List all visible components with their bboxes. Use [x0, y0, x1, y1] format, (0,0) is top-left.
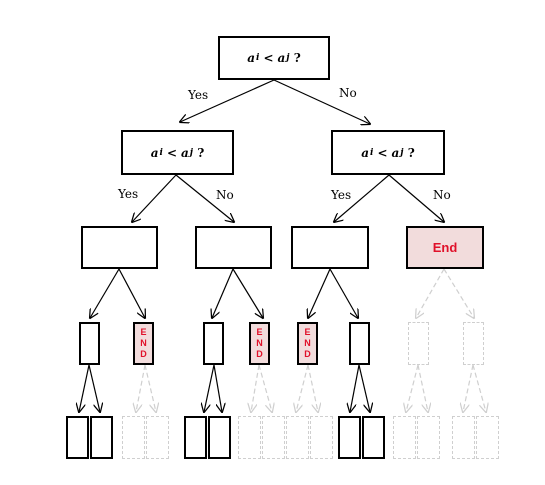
- ghost-level3-node-1: [408, 322, 429, 365]
- right-question-mark: ?: [407, 145, 415, 160]
- root-question-a: a: [247, 51, 256, 65]
- right-question-a2: a: [391, 145, 400, 160]
- left-question-i: i: [159, 147, 163, 158]
- left-question-op: <: [166, 145, 177, 160]
- ghost-level4-node-6: [310, 416, 333, 459]
- level3-node-2: [203, 322, 224, 365]
- l2n2-right-edge: [232, 268, 263, 318]
- end-small-2-n: N: [256, 338, 263, 348]
- level4-node-4: [208, 416, 231, 459]
- level2-node-1: [81, 226, 158, 269]
- l3n1-right-edge: [88, 364, 100, 412]
- end-small-1-e: E: [140, 327, 147, 337]
- right-question-op: <: [377, 145, 388, 160]
- ghost-level4-node-9: [452, 416, 475, 459]
- right-question-j: j: [400, 147, 404, 158]
- ghost-level4-node-3: [238, 416, 261, 459]
- level4-node-3: [184, 416, 207, 459]
- end-small-1-n: N: [140, 338, 147, 348]
- left-question-mark: ?: [197, 145, 205, 160]
- end-small-3-n: N: [304, 338, 311, 348]
- ghost-level4-node-7: [393, 416, 416, 459]
- end-node-small-2: E N D: [249, 322, 270, 365]
- right-no-label: No: [433, 188, 451, 202]
- ghost-e1-left-edge: [136, 364, 146, 412]
- ghost-level4-node-4: [262, 416, 285, 459]
- ghost-g1-left-edge: [406, 364, 419, 412]
- left-yes-edge: [132, 174, 177, 222]
- left-no-edge: [175, 174, 234, 222]
- level4-node-6: [362, 416, 385, 459]
- ghost-e3-right-edge: [307, 364, 318, 412]
- end-small-1-d: D: [140, 349, 147, 359]
- root-question-j: j: [286, 53, 290, 63]
- right-yes-edge: [334, 174, 390, 222]
- l3n1-left-edge: [79, 364, 90, 412]
- l2n3-left-edge: [308, 268, 331, 318]
- l3n2-left-edge: [204, 364, 215, 412]
- root-question-mark: ?: [293, 51, 301, 65]
- ghost-e3-left-edge: [296, 364, 309, 412]
- level2-node-3: [291, 226, 369, 269]
- ghost-g2-left-edge: [463, 364, 474, 412]
- left-no-label: No: [216, 188, 234, 202]
- root-yes-edge: [180, 79, 275, 122]
- root-yes-label: Yes: [188, 88, 209, 102]
- l2n2-left-edge: [212, 268, 234, 318]
- ghost-end-right-edge: [443, 268, 474, 318]
- right-question-i: i: [370, 147, 374, 158]
- level3-node-1: [79, 322, 100, 365]
- root-question-i: i: [256, 53, 260, 63]
- level2-node-2: [195, 226, 272, 269]
- l2n1-left-edge: [90, 268, 120, 318]
- edges: [79, 79, 486, 412]
- ghost-level3-node-2: [463, 322, 484, 365]
- l2n3-right-edge: [329, 268, 358, 318]
- ghost-level4-node-5: [286, 416, 309, 459]
- end-small-2-d: D: [256, 349, 263, 359]
- right-yes-label: Yes: [331, 188, 352, 202]
- right-question-a: a: [361, 145, 370, 160]
- level3-node-3: [349, 322, 370, 365]
- root-question-a2: a: [277, 51, 286, 65]
- level4-node-5: [338, 416, 361, 459]
- ghost-e2-left-edge: [251, 364, 260, 412]
- ghost-level4-node-8: [417, 416, 440, 459]
- end-node-large: End: [406, 226, 484, 269]
- level4-node-1: [66, 416, 89, 459]
- l3n2-right-edge: [213, 364, 222, 412]
- ghost-level4-node-2: [146, 416, 169, 459]
- l2n1-right-edge: [118, 268, 145, 318]
- ghost-e1-right-edge: [144, 364, 156, 412]
- ghost-g1-right-edge: [417, 364, 428, 412]
- left-question-j: j: [189, 147, 194, 158]
- ghost-level4-node-10: [476, 416, 499, 459]
- l3n3-left-edge: [350, 364, 360, 412]
- root-no-label: No: [339, 86, 357, 100]
- ghost-g2-right-edge: [472, 364, 486, 412]
- end-small-3-d: D: [304, 349, 311, 359]
- level4-node-2: [90, 416, 113, 459]
- ghost-level4-node-1: [122, 416, 145, 459]
- left-question-a2: a: [181, 145, 189, 160]
- end-node-small-3: E N D: [297, 322, 318, 365]
- l3n3-right-edge: [358, 364, 370, 412]
- left-question-a: a: [150, 145, 159, 160]
- end-node-small-1: E N D: [133, 322, 154, 365]
- end-small-3-e: E: [304, 327, 311, 337]
- root-no-edge: [273, 79, 370, 124]
- end-node-label: End: [432, 240, 458, 255]
- root-question-op: <: [263, 51, 274, 65]
- ghost-end-left-edge: [416, 268, 445, 318]
- ghost-e2-right-edge: [258, 364, 272, 412]
- left-yes-label: Yes: [118, 187, 139, 201]
- right-no-edge: [388, 174, 444, 222]
- end-small-2-e: E: [256, 327, 263, 337]
